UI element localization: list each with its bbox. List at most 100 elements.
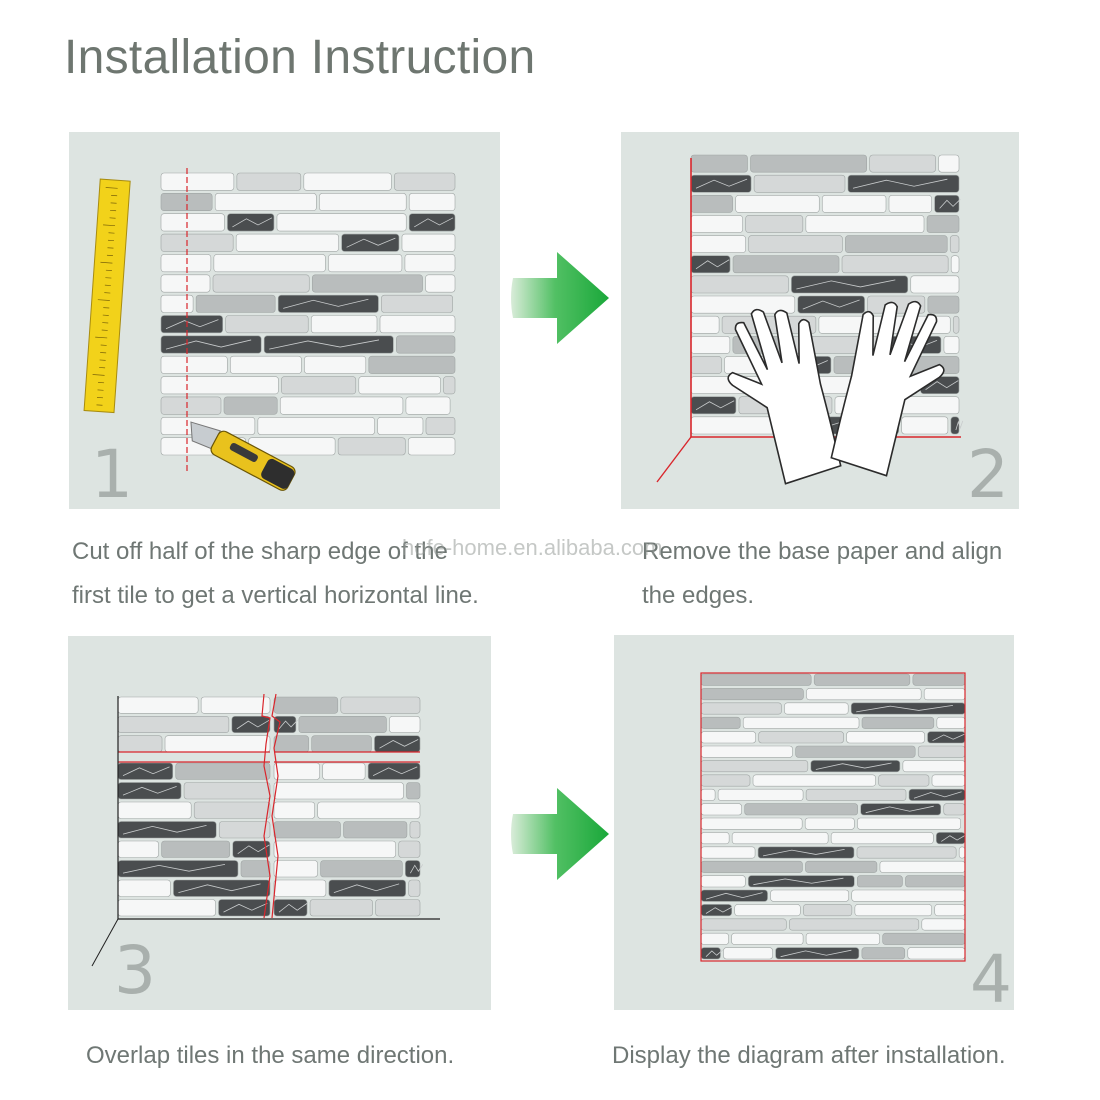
tile — [117, 879, 171, 897]
tile — [700, 688, 804, 701]
marble-vein — [122, 766, 170, 777]
marble-vein — [753, 877, 844, 886]
tile — [744, 803, 859, 816]
tile — [367, 762, 421, 780]
tile — [795, 745, 916, 758]
step-3-caption: Overlap tiles in the same direction. — [86, 1034, 454, 1078]
tile — [407, 437, 456, 456]
step-1-caption: Cut off half of the sharp edge of the fi… — [72, 530, 479, 618]
tile — [748, 235, 843, 254]
tile — [273, 840, 396, 858]
tile — [310, 315, 378, 334]
tile — [690, 315, 720, 334]
ruler-icon — [83, 178, 131, 414]
tile — [273, 762, 320, 780]
marble-vein — [780, 949, 852, 958]
tile — [117, 899, 216, 917]
marble-vein — [379, 739, 419, 749]
tile — [700, 918, 787, 931]
step-2-caption-line1: Remove the base paper and align — [642, 538, 1003, 565]
hands-icon — [727, 300, 945, 485]
step-4-number: 4 — [970, 941, 1012, 1011]
tile — [117, 801, 192, 819]
tile — [389, 716, 421, 733]
tile — [408, 879, 421, 897]
tile — [317, 801, 421, 819]
step-2-caption: Remove the base paper and align the edge… — [642, 530, 1002, 618]
tile — [214, 193, 317, 212]
overlap-guide-line — [261, 693, 271, 919]
tile — [902, 760, 966, 773]
tile — [690, 255, 731, 274]
ruler-tick — [97, 299, 110, 301]
tile — [908, 788, 966, 801]
tile — [934, 194, 960, 213]
tile — [845, 235, 948, 254]
tile — [225, 315, 309, 334]
tile — [856, 846, 957, 859]
tile — [303, 172, 392, 191]
tile — [805, 215, 925, 233]
marble-vein — [939, 199, 961, 209]
tile — [161, 840, 231, 858]
tile — [212, 274, 310, 293]
tile — [218, 899, 271, 917]
tile — [394, 172, 456, 191]
tile — [750, 154, 867, 173]
tile — [229, 355, 302, 374]
tile-sheet — [273, 762, 424, 917]
tile — [401, 233, 456, 252]
tile — [931, 774, 966, 787]
tile — [958, 846, 966, 859]
tile — [869, 154, 936, 173]
tile — [304, 355, 367, 374]
tile — [742, 716, 860, 729]
marble-vein — [925, 380, 959, 390]
utility-knife-icon — [190, 421, 296, 491]
step-2-caption-line2: the edges. — [642, 582, 755, 609]
arrow-right-icon — [511, 252, 609, 344]
tile — [319, 193, 407, 212]
tile — [396, 335, 456, 354]
ruler-tick — [92, 374, 105, 376]
tile — [700, 702, 782, 715]
tile — [936, 716, 966, 729]
tile — [341, 233, 400, 252]
tile — [927, 295, 960, 314]
tile — [200, 696, 271, 714]
marble-vein — [705, 892, 763, 900]
tile — [857, 875, 903, 888]
tile — [117, 696, 199, 714]
outline-guide-line — [700, 672, 966, 962]
tile — [160, 172, 235, 191]
tile — [443, 376, 456, 395]
step-2-number: 2 — [967, 436, 1009, 509]
tile — [377, 416, 424, 435]
tile — [846, 731, 925, 744]
marble-vein — [695, 178, 748, 189]
tile — [938, 154, 960, 173]
tile — [700, 788, 716, 801]
left-hand — [727, 308, 842, 485]
marble-vein — [865, 805, 934, 814]
marble-vein — [372, 766, 418, 777]
tile — [273, 782, 404, 800]
tile — [160, 396, 222, 415]
tile — [723, 947, 773, 960]
tile — [240, 860, 271, 878]
marble-vein — [955, 420, 964, 431]
tile — [700, 716, 741, 729]
tile — [160, 315, 223, 334]
tile — [273, 696, 339, 714]
tile — [700, 760, 809, 773]
tile — [907, 947, 966, 960]
tile — [236, 172, 302, 191]
tile — [273, 801, 315, 819]
tile — [235, 233, 339, 252]
right-hand — [830, 300, 945, 477]
knife-slider — [229, 442, 258, 462]
tile — [117, 716, 230, 733]
tile — [753, 174, 846, 193]
tile — [934, 904, 966, 917]
tile — [732, 255, 840, 274]
